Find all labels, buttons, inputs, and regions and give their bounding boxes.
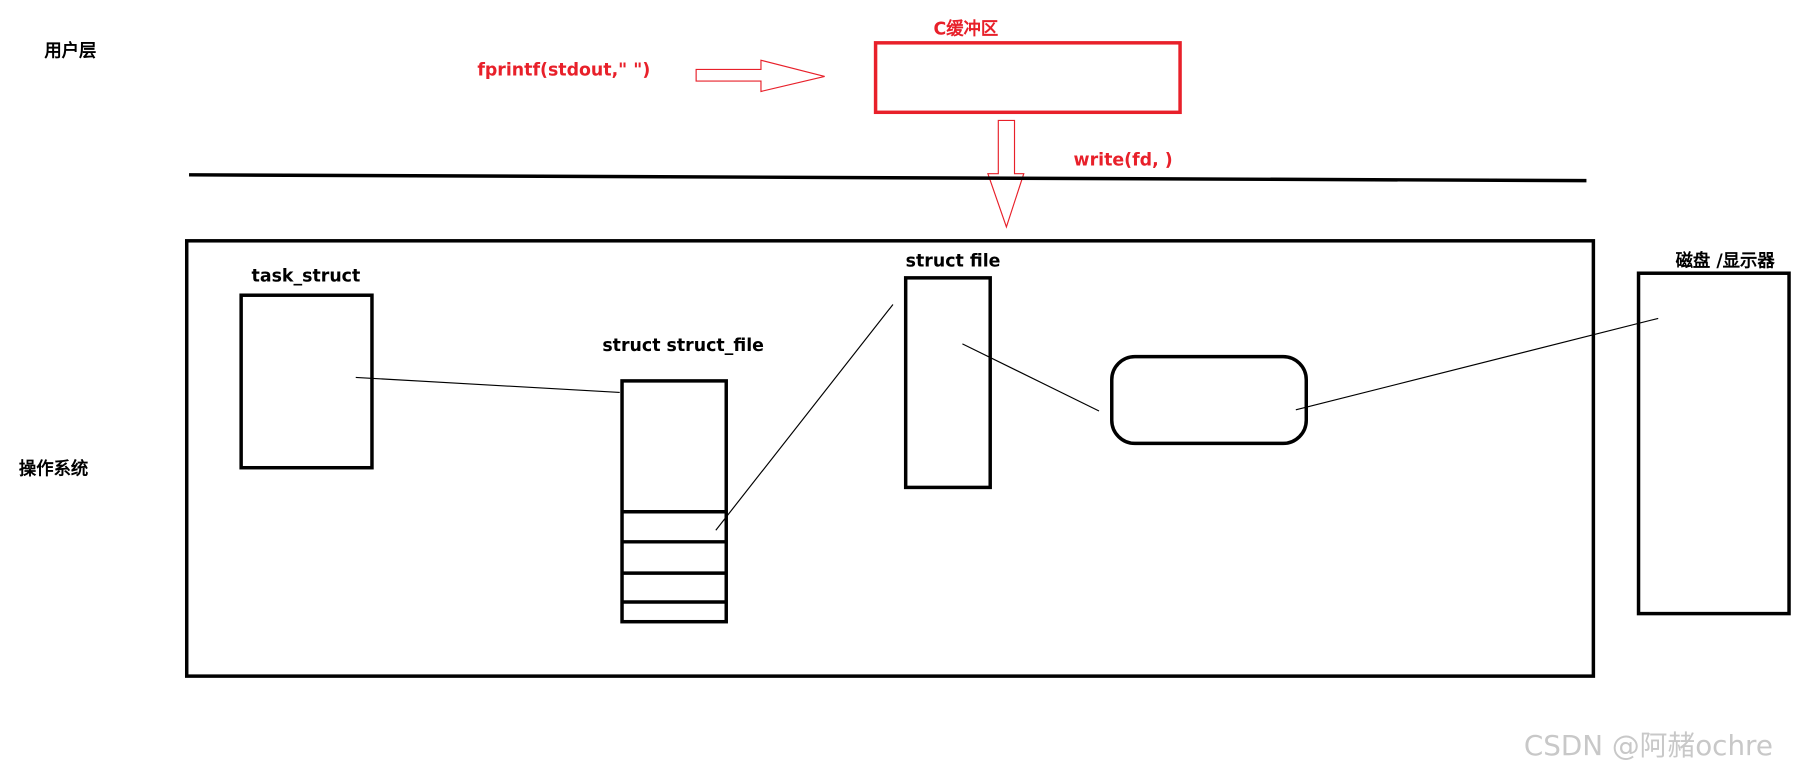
watermark: CSDN @阿赭ochre	[1524, 729, 1773, 762]
struct-file-label: struct file	[906, 251, 1001, 271]
connector-buffer-to-device	[1295, 317, 1659, 411]
down-hollow-arrow-icon	[987, 119, 1025, 229]
c-buffer-box	[873, 41, 1182, 115]
struct-file-box	[903, 276, 992, 490]
struct-struct-file-label: struct struct_file	[602, 336, 764, 356]
os-box	[184, 239, 1596, 678]
files-struct-box	[620, 379, 728, 624]
connector-lines	[355, 304, 1659, 531]
task-struct-label: task_struct	[252, 266, 361, 286]
c-buffer-label: C缓冲区	[933, 19, 998, 40]
write-call-label: write(fd, )	[1074, 151, 1173, 171]
user-layer-label: 用户层	[44, 41, 96, 62]
device-label: 磁盘 /显示器	[1676, 250, 1776, 271]
device-box	[1636, 271, 1791, 616]
connector-task-to-files	[355, 376, 620, 394]
layer-divider	[189, 173, 1587, 183]
right-hollow-arrow-icon	[695, 59, 825, 93]
connector-fd-to-file	[715, 304, 894, 531]
connector-file-to-buffer	[962, 343, 1100, 412]
buffer-rounded-box	[1110, 354, 1308, 446]
os-layer-label: 操作系统	[19, 459, 88, 480]
task-struct-box	[239, 293, 374, 470]
fprintf-call-label: fprintf(stdout," ")	[477, 60, 650, 80]
